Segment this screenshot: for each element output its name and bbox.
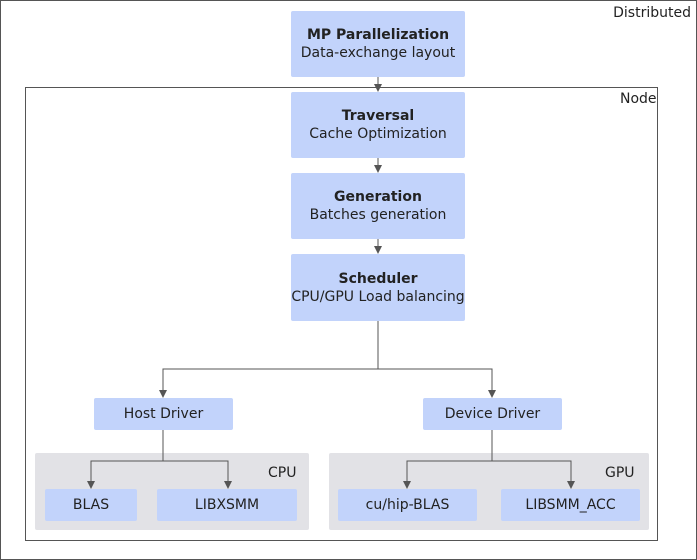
libxsmm-box: LIBXSMM	[157, 489, 297, 521]
hipblas-box: cu/hip-BLAS	[338, 489, 477, 521]
mp-parallelization-box: MP Parallelization Data-exchange layout	[291, 11, 465, 77]
gpu-label: GPU	[605, 465, 635, 481]
connector-device-to-hipblas	[403, 430, 493, 489]
libsmm-acc-box: LIBSMM_ACC	[501, 489, 640, 521]
connector-host-to-libxsmm	[163, 460, 232, 489]
distributed-label: Distributed	[613, 5, 691, 21]
scheduler-title: Scheduler	[338, 270, 418, 287]
traversal-title: Traversal	[341, 108, 415, 124]
host-driver-box: Host Driver	[94, 398, 233, 430]
mp-parallelization-subtitle: Data-exchange layout	[300, 45, 456, 61]
cpu-label: CPU	[268, 465, 297, 481]
node-label: Node	[620, 91, 657, 107]
connector-scheduler-to-device	[378, 368, 496, 398]
traversal-box: Traversal Cache Optimization	[291, 92, 465, 158]
traversal-subtitle: Cache Optimization	[309, 126, 447, 142]
mp-parallelization-title: MP Parallelization	[306, 27, 450, 43]
device-driver-box: Device Driver	[423, 398, 562, 430]
node-frame	[25, 87, 658, 541]
generation-box: Generation Batches generation	[291, 173, 465, 239]
connector-scheduler-split	[159, 321, 379, 398]
generation-subtitle: Batches generation	[309, 207, 447, 223]
connector-device-to-libsmm	[492, 460, 575, 489]
connector-host-to-blas	[87, 430, 164, 489]
blas-box: BLAS	[45, 489, 137, 521]
generation-title: Generation	[334, 189, 422, 205]
scheduler-box: Scheduler CPU/GPU Load balancing	[291, 254, 465, 321]
scheduler-subtitle: CPU/GPU Load balancing	[291, 288, 465, 305]
